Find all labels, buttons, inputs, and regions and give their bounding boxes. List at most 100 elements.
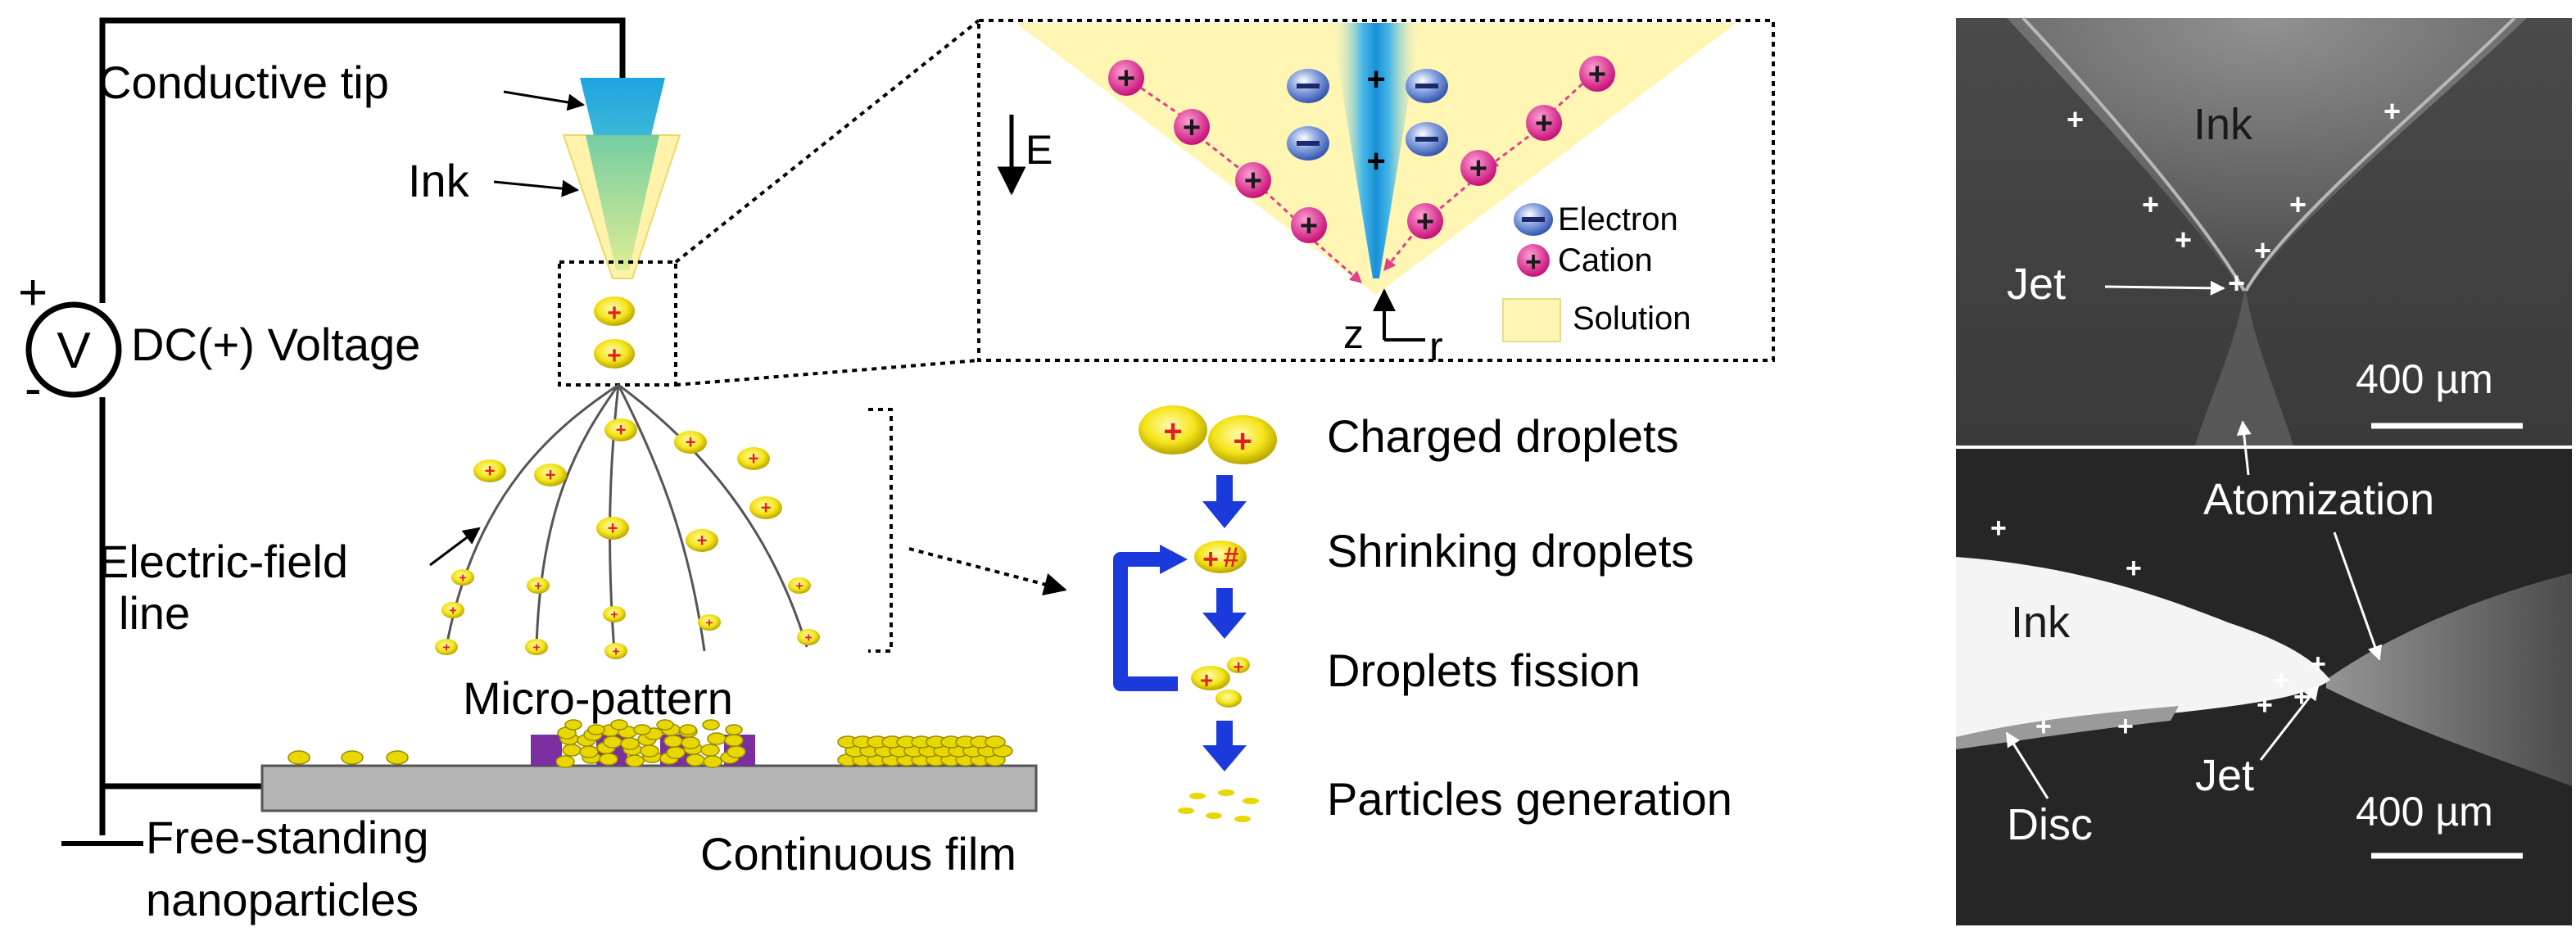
pattern-particle	[633, 724, 651, 735]
field-line-label-2: line	[119, 587, 190, 639]
film-particle	[985, 735, 1006, 749]
legend-solution: Solution	[1573, 301, 1691, 337]
spray-droplets: ++++++++++++++++++	[435, 418, 820, 659]
process-bracket	[868, 408, 893, 653]
pattern-particle	[620, 737, 640, 750]
pattern-particle	[725, 724, 743, 735]
svg-text:+: +	[2384, 94, 2401, 128]
flow-arrow	[1202, 588, 1247, 639]
photo-bottom-scale-label: 400 µm	[2356, 789, 2493, 835]
pattern-particle	[564, 719, 582, 731]
svg-text:+: +	[2273, 665, 2289, 696]
free-standing-label-2: nanoparticles	[146, 874, 419, 925]
cone-edge-right	[2244, 16, 2516, 292]
voltage-plus: +	[18, 265, 48, 321]
pattern-particle	[681, 736, 700, 749]
jet-core	[1331, 23, 1421, 278]
photo-bottom-ink-label: Ink	[2011, 598, 2071, 647]
atomization-pointer-down	[2333, 532, 2383, 661]
jet-pointer	[2104, 280, 2225, 296]
spray-droplet: +	[534, 464, 567, 486]
photo-bottom-disc-label: Disc	[2007, 800, 2093, 849]
spray-droplet: +	[527, 577, 550, 594]
zr-axes: z r	[1343, 288, 1443, 369]
svg-text:+: +	[449, 604, 456, 618]
svg-text:+: +	[546, 465, 556, 486]
voltage-source-symbol: V	[57, 323, 91, 379]
pattern-particle	[707, 732, 727, 745]
pattern-particle	[587, 724, 605, 735]
process-panel: + + Charged droplets + # Shrinking dropl…	[1113, 405, 1732, 825]
cation-icon: +	[1235, 162, 1271, 198]
svg-text:+: +	[1535, 106, 1553, 141]
pattern-particle	[640, 744, 659, 758]
svg-text:+: +	[1525, 247, 1542, 278]
svg-text:+: +	[749, 449, 759, 469]
svg-text:+: +	[1990, 513, 2007, 544]
svg-text:+: +	[1163, 414, 1182, 450]
step-particles-generation: Particles generation	[1327, 773, 1732, 825]
pattern-particle	[625, 754, 645, 767]
field-line	[617, 384, 706, 652]
svg-text:+: +	[2117, 711, 2134, 742]
r-axis-label: r	[1429, 323, 1443, 369]
svg-text:+: +	[2289, 188, 2307, 221]
pattern-particle	[724, 734, 744, 747]
conductive-tip-label: Conductive tip	[98, 57, 389, 108]
fission-droplets: + +	[1191, 657, 1250, 708]
svg-text:+: +	[1469, 152, 1487, 186]
ink-label: Ink	[408, 155, 470, 206]
svg-text:+: +	[485, 461, 496, 482]
step-charged-droplets: Charged droplets	[1327, 410, 1679, 462]
voltage-minus: -	[25, 360, 42, 417]
spray-droplet: +	[797, 629, 820, 645]
svg-text:+: +	[1300, 209, 1318, 243]
process-pointer	[908, 547, 1067, 596]
svg-text:+: +	[761, 498, 772, 518]
electron-icon	[1406, 69, 1448, 103]
spray-plume	[2326, 573, 2572, 786]
migration-arrow	[1314, 240, 1363, 284]
spray-droplet: +	[525, 639, 548, 655]
fission-loop-arrow	[1113, 552, 1178, 691]
spray-droplet: +	[749, 496, 782, 519]
svg-text:+: +	[608, 518, 618, 539]
flow-arrow	[1202, 475, 1247, 528]
jet-pointer-bottom	[2259, 685, 2320, 761]
e-field-label: E	[1025, 127, 1053, 173]
spray-droplet: +	[604, 643, 627, 659]
svg-text:+: +	[1416, 205, 1434, 239]
svg-text:+: +	[2310, 649, 2326, 680]
svg-text:+: +	[2142, 188, 2159, 221]
svg-text:+: +	[697, 531, 708, 551]
continuous-film-label: Continuous film	[700, 828, 1016, 880]
source-droplet: +	[594, 339, 635, 369]
spray-droplet: +	[698, 614, 721, 631]
svg-text:+: +	[532, 641, 540, 655]
ink-meniscus-shape	[2007, 18, 2527, 291]
e-field-indicator: E	[997, 115, 1053, 196]
cation-icon: +	[1579, 56, 1615, 92]
svg-text:+: +	[534, 580, 541, 594]
pattern-particle	[599, 753, 618, 766]
free-standing-label-1: Free-standing	[146, 812, 429, 863]
conductive-tip	[580, 78, 665, 135]
ink-body-shape	[1956, 557, 2330, 737]
photo-top-ink-label: Ink	[2193, 100, 2253, 149]
svg-text:+: +	[616, 420, 627, 441]
pattern-particle	[727, 745, 746, 758]
pattern-particle	[679, 724, 697, 735]
micro-pattern-particles	[555, 719, 746, 768]
svg-text:+: +	[2228, 266, 2245, 300]
voltage-label: DC(+) Voltage	[131, 319, 420, 370]
photo-top: ++ ++ ++ + Ink Jet 400 µm	[1956, 16, 2572, 446]
svg-text:+: +	[1183, 111, 1201, 145]
svg-text:+: +	[1234, 657, 1244, 677]
legend-electron: Electron	[1558, 201, 1678, 238]
z-axis-label: z	[1343, 311, 1364, 357]
svg-text:+: +	[1233, 423, 1252, 459]
step-droplets-fission: Droplets fission	[1327, 645, 1641, 696]
photo-bottom-atomization-label: Atomization	[2203, 475, 2434, 524]
substrate	[260, 764, 1038, 812]
shrinking-droplet: + #	[1194, 541, 1247, 575]
